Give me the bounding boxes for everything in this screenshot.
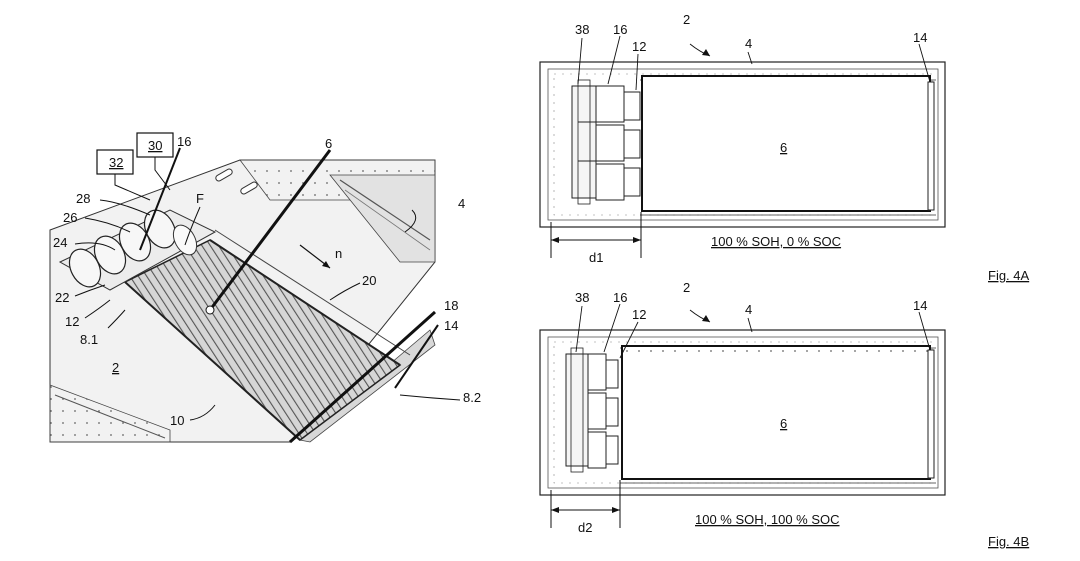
label-16-4a: 16	[613, 22, 627, 37]
fig-4b-view: 38 16 2 12 4 14 6 d2 100 % SOH, 100 % SO…	[539, 280, 1029, 549]
label-18: 18	[444, 298, 458, 313]
label-38-4b: 38	[575, 290, 589, 305]
label-12-4b: 12	[632, 307, 646, 322]
label-F: F	[196, 191, 204, 206]
label-10: 10	[170, 413, 184, 428]
fig-4a-view: 38 16 2 12 4 14 6 d1 100 % SOH, 0 % SOC …	[539, 12, 1030, 283]
label-8-2: 8.2	[463, 390, 481, 405]
label-16: 16	[177, 134, 191, 149]
frame-rail-4	[329, 174, 436, 263]
compensation-element-4a	[571, 79, 641, 205]
end-plate-14-4a	[927, 81, 935, 211]
compensation-cylinders	[58, 209, 217, 291]
label-30: 30	[148, 138, 162, 153]
label-24: 24	[53, 235, 67, 250]
label-8-1: 8.1	[80, 332, 98, 347]
label-28: 28	[76, 191, 90, 206]
dimension-d1-label: d1	[589, 250, 603, 265]
caption-4a: 100 % SOH, 0 % SOC	[711, 234, 841, 249]
label-n: n	[335, 246, 342, 261]
label-14-4a: 14	[913, 30, 927, 45]
label-12-4a: 12	[632, 39, 646, 54]
label-6: 6	[325, 136, 332, 151]
label-14-4b: 14	[913, 298, 927, 313]
label-2-4a: 2	[683, 12, 690, 27]
label-2: 2	[112, 360, 119, 375]
fig-4b-label: Fig. 4B	[988, 534, 1029, 549]
label-6-4b: 6	[780, 416, 787, 431]
label-4: 4	[458, 196, 465, 211]
cell-stack-6-4a	[641, 75, 931, 212]
label-26: 26	[63, 210, 77, 225]
label-38-4a: 38	[575, 22, 589, 37]
label-12: 12	[65, 314, 79, 329]
leader-lines	[74, 147, 461, 444]
box-30	[136, 132, 174, 158]
label-2-4b: 2	[683, 280, 690, 295]
label-6-4a: 6	[780, 140, 787, 155]
end-plate-14-4b	[927, 349, 935, 479]
perspective-view: 32 30 16 6 4 28 F 26 24 n 20 22 12 8.1 1…	[49, 132, 481, 444]
fig-4a-label: Fig. 4A	[988, 268, 1030, 283]
label-14: 14	[444, 318, 458, 333]
label-4-4b: 4	[745, 302, 752, 317]
label-4-4a: 4	[745, 36, 752, 51]
label-20: 20	[362, 273, 376, 288]
label-32: 32	[109, 155, 123, 170]
compensation-element-4b	[565, 347, 619, 473]
cell-stack-6-4b	[621, 345, 931, 480]
dimension-d2-label: d2	[578, 520, 592, 535]
label-22: 22	[55, 290, 69, 305]
caption-4b: 100 % SOH, 100 % SOC	[695, 512, 840, 527]
label-16-4b: 16	[613, 290, 627, 305]
